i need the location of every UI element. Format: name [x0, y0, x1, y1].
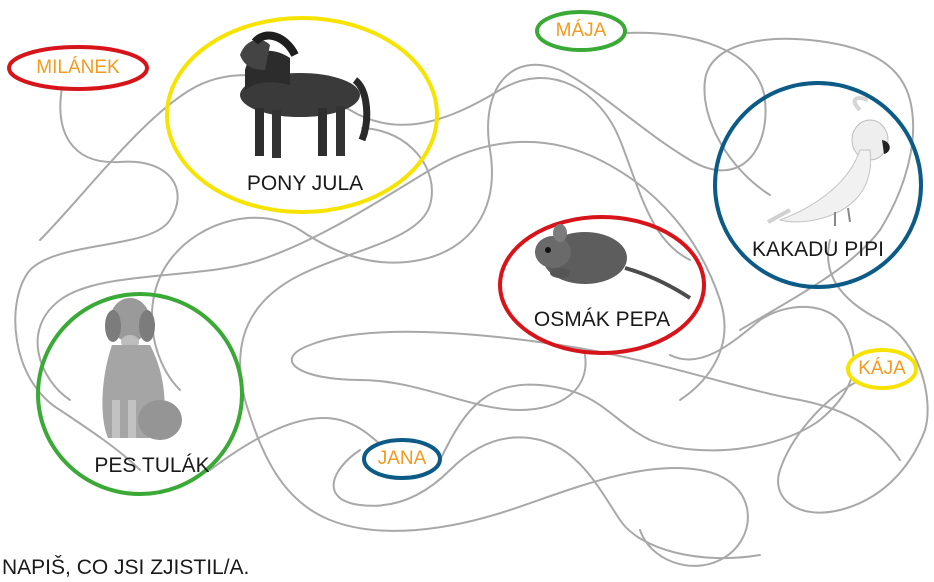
owner-label-milanek: MILÁNEK	[36, 57, 120, 78]
pet-ring-degu[interactable]	[498, 215, 706, 355]
pet-label-pony: PONY JULA	[246, 172, 364, 195]
owner-label-maja: MÁJA	[555, 20, 607, 41]
instruction-text: NAPIŠ, CO JSI ZJISTIL/A.	[2, 556, 250, 579]
owner-label-kaja: KÁJA	[858, 358, 906, 379]
maze-line	[703, 37, 915, 331]
golden-retriever-photo-icon	[102, 298, 182, 440]
maze-line	[239, 127, 749, 567]
pet-label-parrot: KAKADU PIPI	[752, 238, 884, 261]
pet-label-degu: OSMÁK PEPA	[533, 308, 671, 331]
pony-photo-icon	[240, 31, 371, 158]
maze-line	[290, 330, 901, 461]
owner-ring-jana[interactable]	[362, 438, 442, 480]
pet-ring-dog[interactable]	[36, 292, 244, 496]
cockatoo-photo-icon	[767, 96, 890, 226]
owner-ring-milanek[interactable]	[7, 45, 149, 91]
maze-line	[150, 31, 767, 391]
maze-line	[332, 436, 761, 560]
pet-label-dog: PES TULÁK	[94, 454, 210, 477]
pet-ring-parrot[interactable]	[713, 81, 923, 289]
owner-label-jana: JANA	[377, 448, 427, 469]
owner-ring-maja[interactable]	[535, 10, 627, 52]
pet-ring-pony[interactable]	[165, 16, 439, 214]
maze-lines	[14, 31, 929, 567]
owner-ring-kaja[interactable]	[846, 348, 918, 390]
maze-line	[39, 74, 691, 261]
degu-photo-icon	[535, 224, 692, 300]
maze-line	[777, 239, 929, 514]
maze-line	[36, 140, 726, 401]
